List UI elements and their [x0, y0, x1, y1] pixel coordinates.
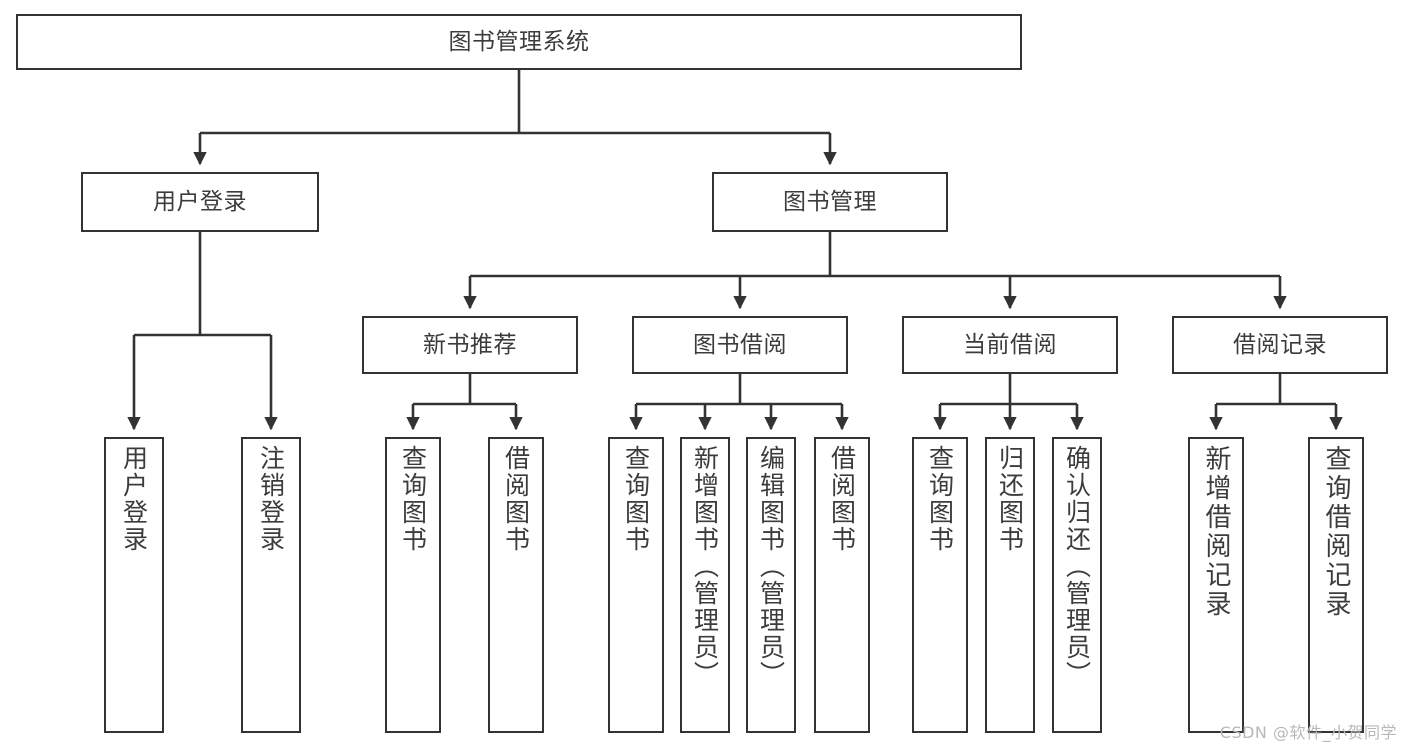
node-book-manage[interactable]: 图书管理: [712, 172, 948, 232]
node-borrow-record[interactable]: 借阅记录: [1172, 316, 1388, 374]
node-leaf-query-book-borrow[interactable]: 查询图书: [608, 437, 664, 733]
node-leaf-confirm-return-label: 确认归还（管理员）: [1062, 445, 1092, 688]
node-leaf-borrow-book-label: 借阅图书: [827, 445, 857, 553]
node-leaf-borrow-book-rec-label: 借阅图书: [501, 445, 531, 553]
node-leaf-query-book-cur[interactable]: 查询图书: [912, 437, 968, 733]
node-new-book-recommend[interactable]: 新书推荐: [362, 316, 578, 374]
node-leaf-borrow-book[interactable]: 借阅图书: [814, 437, 870, 733]
node-book-borrow-label: 图书借阅: [693, 331, 787, 358]
node-leaf-query-record[interactable]: 查询借阅记录: [1308, 437, 1364, 733]
node-leaf-edit-book-label: 编辑图书（管理员）: [756, 445, 786, 688]
node-leaf-add-book[interactable]: 新增图书（管理员）: [680, 437, 730, 733]
node-borrow-record-label: 借阅记录: [1233, 331, 1327, 358]
node-leaf-logout-label: 注销登录: [256, 445, 286, 553]
node-leaf-confirm-return[interactable]: 确认归还（管理员）: [1052, 437, 1102, 733]
node-leaf-user-login[interactable]: 用户登录: [104, 437, 164, 733]
node-leaf-add-record-label: 新增借阅记录: [1201, 445, 1232, 619]
node-root-label: 图书管理系统: [448, 28, 590, 55]
node-leaf-borrow-book-rec[interactable]: 借阅图书: [488, 437, 544, 733]
node-leaf-query-book-rec-label: 查询图书: [398, 445, 428, 553]
node-leaf-query-book-rec[interactable]: 查询图书: [385, 437, 441, 733]
node-current-borrow-label: 当前借阅: [963, 331, 1057, 358]
csdn-watermark: CSDN @软件_小贺同学: [1219, 723, 1397, 742]
node-leaf-user-login-label: 用户登录: [119, 445, 149, 553]
node-user-login-label: 用户登录: [153, 188, 247, 215]
node-leaf-logout[interactable]: 注销登录: [241, 437, 301, 733]
node-root[interactable]: 图书管理系统: [16, 14, 1022, 70]
node-leaf-return-book-label: 归还图书: [995, 445, 1025, 553]
node-leaf-add-book-label: 新增图书（管理员）: [690, 445, 720, 688]
node-new-book-recommend-label: 新书推荐: [423, 331, 517, 358]
node-leaf-query-record-label: 查询借阅记录: [1321, 445, 1352, 619]
node-leaf-query-book-cur-label: 查询图书: [925, 445, 955, 553]
node-leaf-edit-book[interactable]: 编辑图书（管理员）: [746, 437, 796, 733]
node-current-borrow[interactable]: 当前借阅: [902, 316, 1118, 374]
node-book-manage-label: 图书管理: [783, 188, 877, 215]
node-leaf-add-record[interactable]: 新增借阅记录: [1188, 437, 1244, 733]
node-book-borrow[interactable]: 图书借阅: [632, 316, 848, 374]
node-leaf-return-book[interactable]: 归还图书: [985, 437, 1035, 733]
node-leaf-query-book-borrow-label: 查询图书: [621, 445, 651, 553]
node-user-login[interactable]: 用户登录: [81, 172, 319, 232]
